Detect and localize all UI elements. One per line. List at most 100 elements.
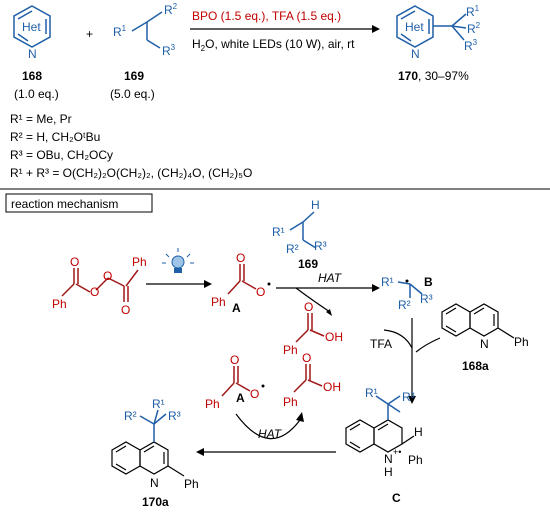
reactant-168-structure: Het N (13, 5, 51, 61)
svg-text:O: O (103, 269, 112, 283)
tfa-arrow-branch (383, 329, 413, 349)
radical-a-structure: O O Ph (211, 251, 271, 309)
bpo-structure: Ph O O O O Ph (52, 255, 147, 317)
hat-label-2: HAT (258, 427, 283, 441)
product-170-yield: , 30–97% (418, 69, 469, 83)
svg-text:Ph: Ph (408, 453, 423, 467)
benzoic-acid-1-structure: O OH Ph (283, 300, 343, 357)
svg-text:R¹: R¹ (365, 386, 378, 400)
product-170-n-atom: N (411, 47, 420, 61)
svg-text:R2: R2 (164, 2, 178, 17)
svg-text:Ph: Ph (132, 255, 147, 269)
product-170-het-label: Het (405, 20, 424, 34)
reactant-169-structure: R1 R2 R3 (113, 2, 178, 58)
svg-text:O: O (250, 387, 259, 401)
radical-b-label: B (424, 275, 433, 289)
substrate-169-structure: H R¹ R² R³ (272, 198, 327, 256)
reactant-169-r3: R (162, 44, 171, 58)
svg-text:R3: R3 (162, 43, 176, 58)
reactant-168-het-label: Het (22, 20, 41, 34)
quinoline-168a-structure: N Ph (441, 303, 529, 351)
svg-text:OH: OH (325, 330, 343, 344)
svg-text:O: O (302, 351, 311, 365)
svg-text:Ph: Ph (283, 395, 298, 409)
led-bulb-icon (162, 248, 194, 273)
substrate-169-id: 169 (298, 257, 318, 271)
svg-text:O: O (256, 285, 265, 299)
reactant-169-r2-sup: 2 (173, 2, 178, 11)
radical-a-label: A (232, 301, 241, 315)
svg-text:R³: R³ (402, 390, 415, 404)
svg-text:N: N (150, 476, 159, 490)
reactant-169-r3-sup: 3 (171, 43, 176, 52)
quinoline-168a-id: 168a (462, 359, 489, 373)
hat-label-1: HAT (318, 271, 343, 285)
svg-text:N: N (384, 452, 393, 466)
svg-text:O: O (121, 303, 130, 317)
svg-text:O: O (90, 285, 99, 299)
svg-text:R3: R3 (464, 38, 478, 53)
svg-text:R¹: R¹ (272, 225, 285, 239)
product-170a-id: 170a (142, 495, 169, 509)
substituent-r1-r3: R¹ + R³ = O(CH₂)₂O(CH₂)₂, (CH₂)₄O, (CH₂)… (10, 166, 252, 180)
reactant-168-n-atom: N (28, 47, 37, 61)
svg-text:R¹: R¹ (381, 275, 394, 289)
reactant-169-r1-sup: 1 (122, 24, 127, 33)
svg-text:R¹: R¹ (152, 397, 165, 411)
svg-text:Ph: Ph (205, 397, 220, 411)
reactant-169-r1: R (113, 25, 122, 39)
svg-text:R2: R2 (467, 21, 481, 36)
product-170-id: 170 (398, 69, 418, 83)
product-170a-structure: R² R¹ R³ N Ph (111, 397, 199, 491)
radical-b-structure: R¹ R² R³ (381, 275, 433, 312)
reactant-169-r2: R (164, 3, 173, 17)
reactant-169-equiv: (5.0 eq.) (110, 87, 155, 101)
svg-text:Ph: Ph (52, 297, 67, 311)
svg-text:R²: R² (398, 298, 411, 312)
svg-text:O: O (304, 300, 313, 314)
quinoline-arrow-branch (415, 337, 441, 353)
benzoic-acid-2-structure: O OH Ph (283, 351, 341, 409)
plus-sign: + (86, 27, 93, 41)
hat-arrow-2 (235, 413, 301, 440)
radical-a2-label: A (236, 391, 245, 405)
svg-text:O: O (236, 251, 245, 265)
svg-text:OH: OH (323, 380, 341, 394)
conditions-top: BPO (1.5 eq.), TFA (1.5 eq.) (192, 9, 341, 23)
reactant-168-id: 168 (22, 69, 42, 83)
svg-text:Ph: Ph (211, 295, 226, 309)
product-170-structure: Het N R1 R2 R3 (396, 4, 481, 61)
svg-text:R1: R1 (113, 24, 127, 39)
svg-text:H: H (414, 425, 423, 439)
svg-text:R1: R1 (466, 4, 480, 19)
reactant-169-id: 169 (124, 69, 144, 83)
product-170-label: 170, 30–97% (398, 69, 469, 83)
reactant-168-equiv: (1.0 eq.) (14, 87, 59, 101)
svg-text:N: N (480, 337, 489, 351)
intermediate-c-label: C (392, 491, 401, 505)
svg-text:R³: R³ (420, 292, 433, 306)
hat-arrow-1-branch (295, 287, 331, 313)
svg-text:H: H (384, 465, 393, 479)
substituent-r3: R³ = OBu, CH₂OCy (10, 148, 113, 162)
svg-text:Ph: Ph (514, 335, 529, 349)
svg-text:R³: R³ (314, 239, 327, 253)
svg-text:R²: R² (286, 242, 299, 256)
conditions-bottom: H2O, white LEDs (10 W), air, rt (192, 37, 355, 53)
svg-text:+•: +• (393, 447, 401, 457)
mechanism-heading: reaction mechanism (11, 197, 118, 211)
mechanism-heading-box (5, 193, 153, 213)
svg-text:H: H (311, 198, 320, 212)
svg-text:O: O (230, 353, 239, 367)
svg-text:Ph: Ph (184, 477, 199, 491)
intermediate-c-structure: R¹ R³ N H +• H Ph (345, 386, 423, 479)
svg-text:R³: R³ (168, 409, 181, 423)
tfa-label: TFA (370, 337, 392, 351)
radical-a2-structure: O O Ph (205, 353, 265, 411)
svg-text:R²: R² (124, 409, 137, 423)
substituent-r2: R² = H, CH₂OᵗBu (10, 130, 100, 144)
svg-text:Ph: Ph (283, 343, 298, 357)
substituent-r1: R¹ = Me, Pr (10, 112, 72, 126)
svg-text:O: O (70, 255, 79, 269)
